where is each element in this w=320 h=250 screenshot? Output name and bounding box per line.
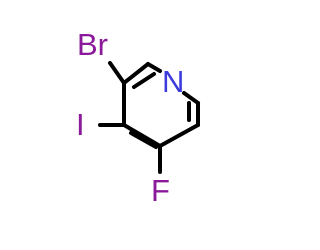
bond-c3-c4 — [122, 123, 162, 148]
structure-canvas: Br N I F — [76, 27, 200, 208]
bond-n-c2-double — [132, 72, 156, 89]
bond-n-c2 — [146, 62, 162, 73]
atom-f-label: F — [151, 173, 170, 208]
atom-i-label: I — [76, 107, 85, 142]
bond-n-c2-outer — [122, 62, 150, 85]
bond-c2-br — [108, 61, 126, 85]
bond-lines — [98, 61, 200, 174]
bond-c4-c5 — [158, 123, 200, 148]
atom-n-label: N — [162, 64, 184, 99]
bond-c6-n — [182, 91, 200, 105]
molecule-diagram: Br N I F — [76, 27, 200, 208]
atom-br-label: Br — [77, 27, 108, 62]
bond-c3-c4-double — [129, 131, 158, 149]
